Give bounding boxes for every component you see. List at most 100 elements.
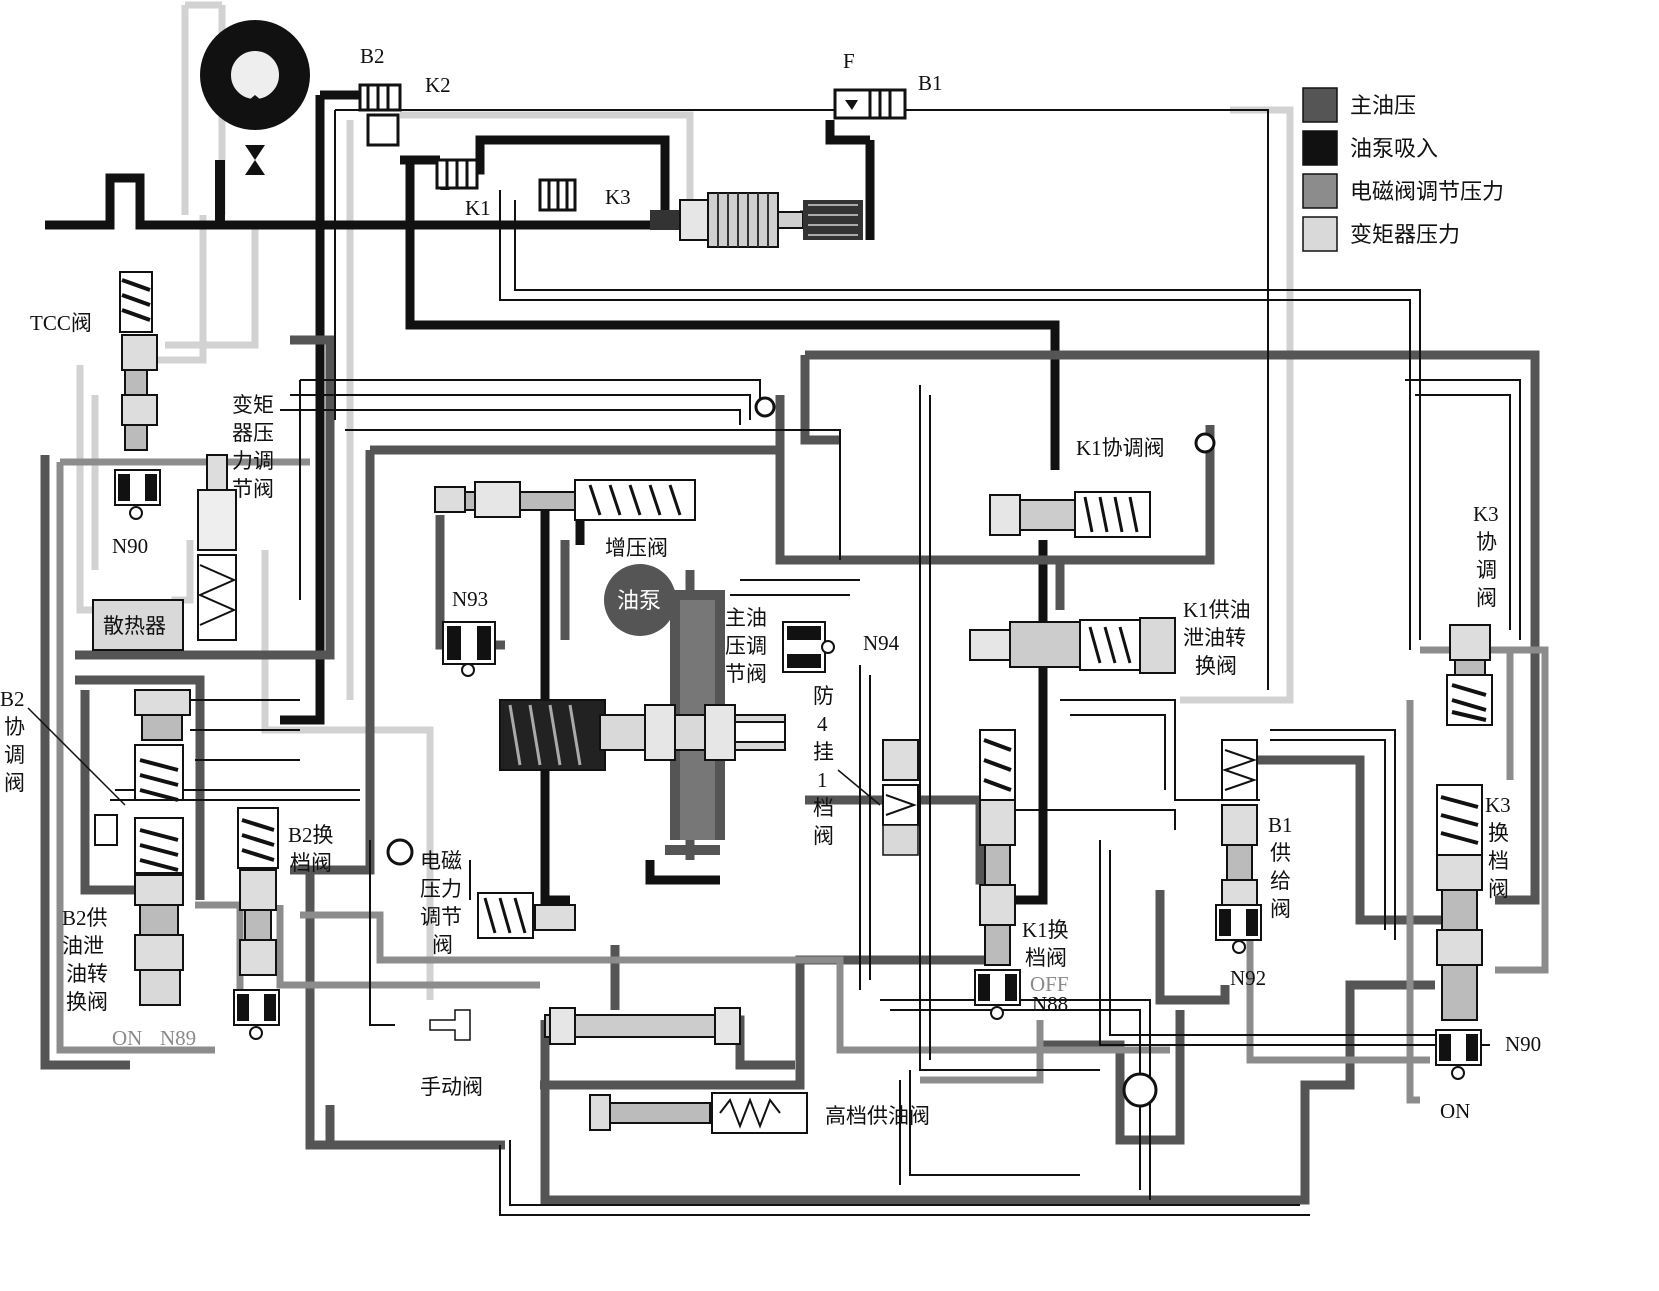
hydraulic-circuit-diagram: 主油压 油泵吸入 电磁阀调节压力 变矩器压力 <box>0 1 1549 1216</box>
label-converter-pressure-valve: 变矩 器压 力调 节阀 <box>232 393 274 501</box>
label-manual-valve: 手动阀 <box>420 1075 483 1099</box>
label-n92: N92 <box>1230 966 1266 990</box>
svg-text:供: 供 <box>1270 841 1291 865</box>
svg-text:电磁: 电磁 <box>420 849 462 873</box>
b2-coordination-valve-body <box>94 689 191 874</box>
svg-text:B2: B2 <box>0 687 25 711</box>
svg-text:压调: 压调 <box>725 634 767 658</box>
svg-text:K3: K3 <box>1485 793 1511 817</box>
svg-text:K1换: K1换 <box>1022 918 1069 942</box>
svg-text:4: 4 <box>817 712 828 736</box>
legend-label-suction: 油泵吸入 <box>1350 136 1438 161</box>
check-ball-bottom <box>1122 1072 1158 1108</box>
label-anti-41-valve: 防 4 挂 1 档 阀 <box>813 684 834 848</box>
svg-text:油转: 油转 <box>66 962 108 986</box>
label-b1: B1 <box>918 71 943 95</box>
svg-text:力调: 力调 <box>232 449 274 473</box>
label-b2-supply-valve: B2供 油泄 油转 换阀 <box>62 906 108 1014</box>
svg-text:阀: 阀 <box>432 933 453 957</box>
label-n90-left: N90 <box>112 534 148 558</box>
clutch-k1 <box>435 158 479 190</box>
label-boost-valve: 增压阀 <box>605 536 668 560</box>
svg-text:油泄: 油泄 <box>62 934 104 958</box>
solenoid-pressure-valve-body <box>386 838 576 939</box>
label-k3-shift-valve: K3 换 档 阀 <box>1485 793 1511 901</box>
label-k2: K2 <box>425 73 451 97</box>
k3-coordination-valve-body <box>1446 624 1493 726</box>
tcc-valve-body <box>114 271 161 520</box>
label-k1-shift-valve: K1换 档阀 <box>1022 918 1069 970</box>
svg-text:防: 防 <box>813 684 834 708</box>
legend-label-solenoid: 电磁阀调节压力 <box>1350 179 1504 204</box>
pump-and-main-regulator <box>499 564 786 855</box>
label-k1-supply-valve: K1供油 泄油转 换阀 <box>1183 598 1251 678</box>
label-radiator: 散热器 <box>103 614 166 638</box>
svg-text:调节: 调节 <box>420 905 462 929</box>
n94-solenoid-body <box>782 621 835 673</box>
clutch-k3 <box>538 178 577 212</box>
n93-solenoid-body <box>442 621 496 677</box>
b2-shift-valve-body <box>233 807 280 1040</box>
torque-converter-inner <box>229 49 281 101</box>
svg-text:换: 换 <box>1488 821 1509 845</box>
svg-text:协: 协 <box>4 715 25 739</box>
b2-supply-valve-body <box>134 874 184 1006</box>
svg-text:B2换: B2换 <box>288 823 334 847</box>
label-n90-right: N90 <box>1505 1032 1541 1056</box>
svg-text:阀: 阀 <box>4 771 25 795</box>
radiator-box <box>92 599 184 651</box>
svg-text:B1: B1 <box>1268 813 1293 837</box>
label-on-right: ON <box>1440 1099 1470 1123</box>
svg-text:阀: 阀 <box>813 824 834 848</box>
label-off: OFF <box>1030 972 1069 996</box>
diagram-svg: 主油压 油泵吸入 电磁阀调节压力 变矩器压力 <box>0 1 1549 1216</box>
label-n93: N93 <box>452 587 488 611</box>
label-tcc-valve: TCC阀 <box>30 311 92 335</box>
svg-text:协: 协 <box>1476 530 1497 554</box>
svg-text:挂: 挂 <box>813 740 834 764</box>
converter-regulator-valve-body <box>197 454 237 641</box>
label-k1-coordination-valve: K1协调阀 <box>1076 436 1165 460</box>
label-b2-coordination-valve: B2 协 调 阀 <box>0 687 25 795</box>
svg-text:档: 档 <box>1488 849 1509 873</box>
label-n94: N94 <box>863 631 900 655</box>
clutch-b2 <box>358 83 402 147</box>
k1-supply-valve-body <box>969 617 1176 674</box>
svg-text:器压: 器压 <box>232 421 274 445</box>
label-n89: N89 <box>160 1026 196 1050</box>
svg-text:K1供油: K1供油 <box>1183 598 1251 622</box>
label-main-pressure-valve: 主油 压调 节阀 <box>725 606 767 686</box>
labels: B2 K2 K1 K3 F B1 TCC阀 N90 变矩 器压 力调 节阀 散热… <box>0 44 1541 1128</box>
svg-text:节阀: 节阀 <box>725 662 767 686</box>
svg-text:压力: 压力 <box>420 877 462 901</box>
svg-text:节阀: 节阀 <box>232 477 274 501</box>
svg-text:档阀: 档阀 <box>290 851 332 875</box>
svg-text:阀: 阀 <box>1270 897 1291 921</box>
svg-text:1: 1 <box>817 768 828 792</box>
svg-text:泄油转: 泄油转 <box>1183 626 1246 650</box>
label-k3-coordination-valve: K3 协 调 阀 <box>1473 502 1499 610</box>
legend-swatch-suction <box>1302 130 1338 166</box>
svg-text:阀: 阀 <box>1476 586 1497 610</box>
legend-label-converter: 变矩器压力 <box>1350 222 1460 247</box>
label-on-left: ON <box>112 1026 142 1050</box>
planetary-gearset <box>650 192 863 248</box>
legend-swatch-main <box>1302 87 1338 123</box>
high-gear-valve-body <box>589 1092 808 1134</box>
k3-shift-valve-body <box>1435 784 1483 1080</box>
k1-coordination-valve-body <box>754 396 1216 538</box>
b1-supply-valve-body <box>1215 739 1262 954</box>
svg-text:B2供: B2供 <box>62 906 108 930</box>
label-f: F <box>843 49 855 73</box>
legend: 主油压 油泵吸入 电磁阀调节压力 变矩器压力 <box>1302 87 1504 252</box>
k1-shift-valve-body <box>974 729 1021 1020</box>
label-oil-pump: 油泵 <box>617 588 661 613</box>
legend-swatch-converter <box>1302 216 1338 252</box>
svg-text:调: 调 <box>4 743 25 767</box>
boost-valve-body <box>434 479 696 521</box>
svg-text:档: 档 <box>813 796 834 820</box>
label-b2-shift-valve: B2换 档阀 <box>288 823 334 875</box>
svg-text:调: 调 <box>1476 558 1497 582</box>
label-b1-supply-valve: B1 供 给 阀 <box>1268 813 1293 921</box>
label-high-gear-valve: 高档供油阀 <box>825 1104 930 1128</box>
